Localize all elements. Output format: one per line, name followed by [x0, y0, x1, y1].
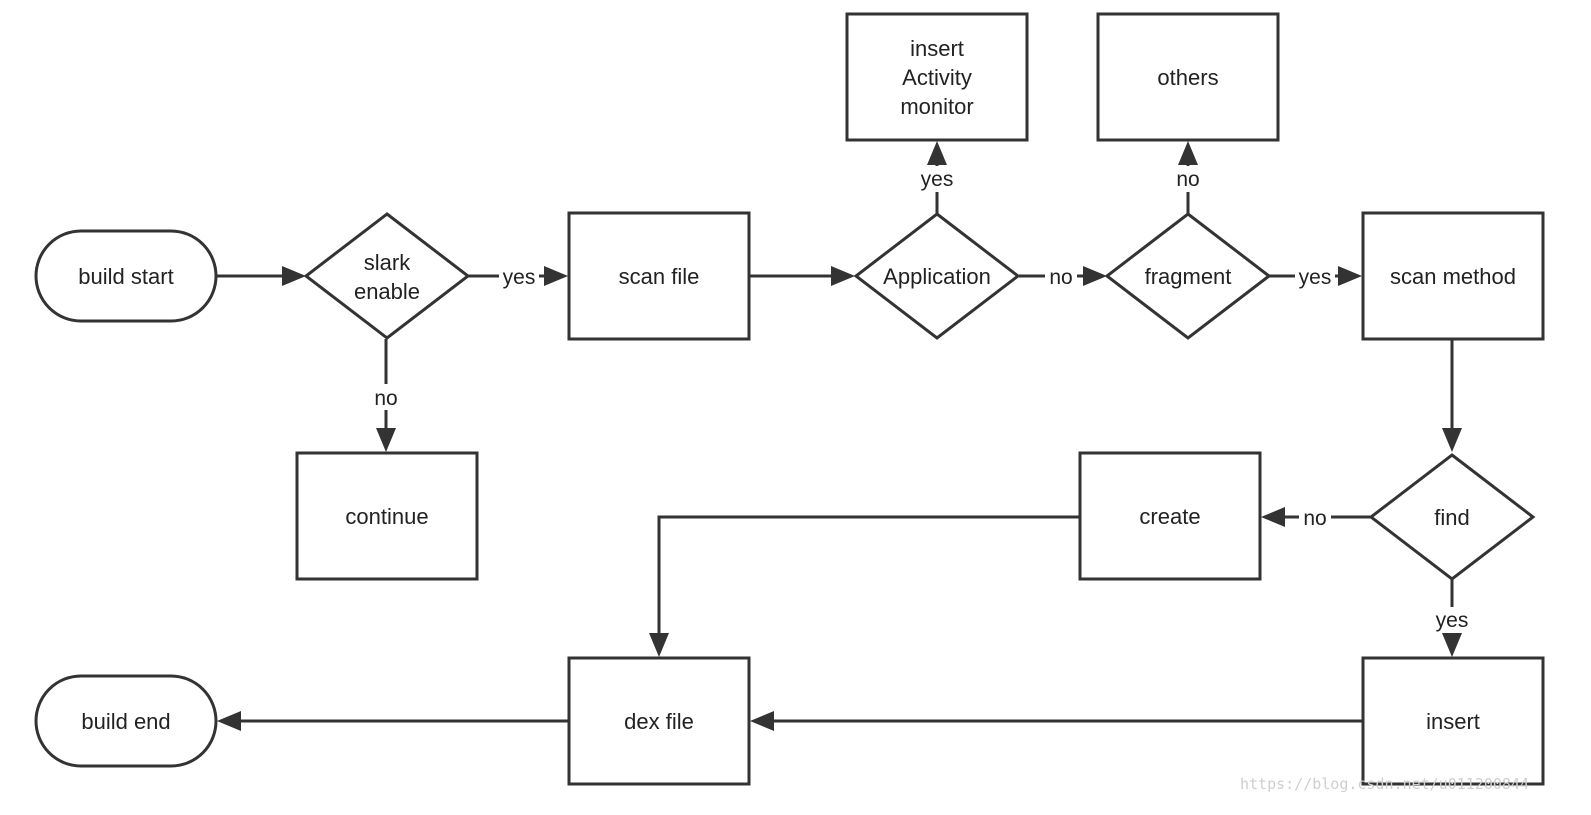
nodes: build start slark enable continue scan f… [34, 12, 1545, 786]
node-slark-enable: slark enable [303, 212, 471, 340]
arrowhead [1083, 266, 1107, 286]
arrowhead [1338, 266, 1362, 286]
arrowhead [376, 428, 396, 452]
edge-label-find-yes: yes [1436, 609, 1469, 632]
node-create: create [1078, 451, 1262, 581]
node-build-end-label: build end [81, 709, 170, 734]
node-others-label: others [1157, 65, 1218, 90]
node-scan-file: scan file [567, 211, 751, 341]
node-application: Application [853, 212, 1021, 340]
node-find-label: find [1434, 505, 1469, 530]
node-create-label: create [1139, 504, 1200, 529]
node-continue: continue [295, 451, 479, 581]
node-insert-label: insert [1426, 709, 1480, 734]
edge-label-fragment-no: no [1176, 168, 1199, 191]
node-slark-enable-label-line-2: enable [354, 279, 420, 304]
edge-create-to-dex-file [657, 515, 1079, 636]
node-dex-file: dex file [567, 656, 751, 786]
node-insert-activity-monitor: insert Activity monitor [845, 12, 1029, 142]
node-fragment-label: fragment [1145, 264, 1232, 289]
node-continue-label: continue [345, 504, 428, 529]
arrowhead [649, 633, 669, 657]
arrowhead [217, 711, 241, 731]
edge-label-find-no: no [1303, 507, 1326, 530]
arrowhead [1442, 428, 1462, 452]
node-scan-file-label: scan file [619, 264, 700, 289]
edge-label-slark-no: no [374, 387, 397, 410]
node-slark-enable-label-line-1: slark [364, 250, 411, 275]
node-application-label: Application [883, 264, 991, 289]
node-insert-activity-monitor-label-line-1: insert [910, 36, 964, 61]
edge-labels: yes no yes no no yes no yes [370, 166, 1473, 633]
node-fragment: fragment [1104, 212, 1272, 340]
node-scan-method-label: scan method [1390, 264, 1516, 289]
watermark: https://blog.csdn.net/u011200844 [1240, 775, 1529, 793]
arrowhead [831, 266, 855, 286]
arrowhead [1261, 507, 1285, 527]
node-insert-activity-monitor-label-line-3: monitor [900, 94, 973, 119]
edge-label-application-no: no [1049, 266, 1072, 289]
edge-label-application-yes: yes [921, 168, 954, 191]
node-others: others [1096, 12, 1280, 142]
arrowhead [750, 711, 774, 731]
arrowhead [1442, 633, 1462, 657]
arrowhead [282, 266, 306, 286]
node-insert: insert [1361, 656, 1545, 786]
node-build-start: build start [34, 229, 218, 323]
node-build-start-label: build start [78, 264, 173, 289]
arrowhead [927, 141, 947, 165]
arrowhead [544, 266, 568, 286]
node-find: find [1368, 453, 1536, 581]
node-scan-method: scan method [1361, 211, 1545, 341]
node-build-end: build end [34, 674, 218, 768]
node-dex-file-label: dex file [624, 709, 694, 734]
arrowhead [1178, 141, 1198, 165]
edge-label-slark-yes: yes [503, 266, 536, 289]
edge-label-fragment-yes: yes [1299, 266, 1332, 289]
node-insert-activity-monitor-label-line-2: Activity [902, 65, 972, 90]
